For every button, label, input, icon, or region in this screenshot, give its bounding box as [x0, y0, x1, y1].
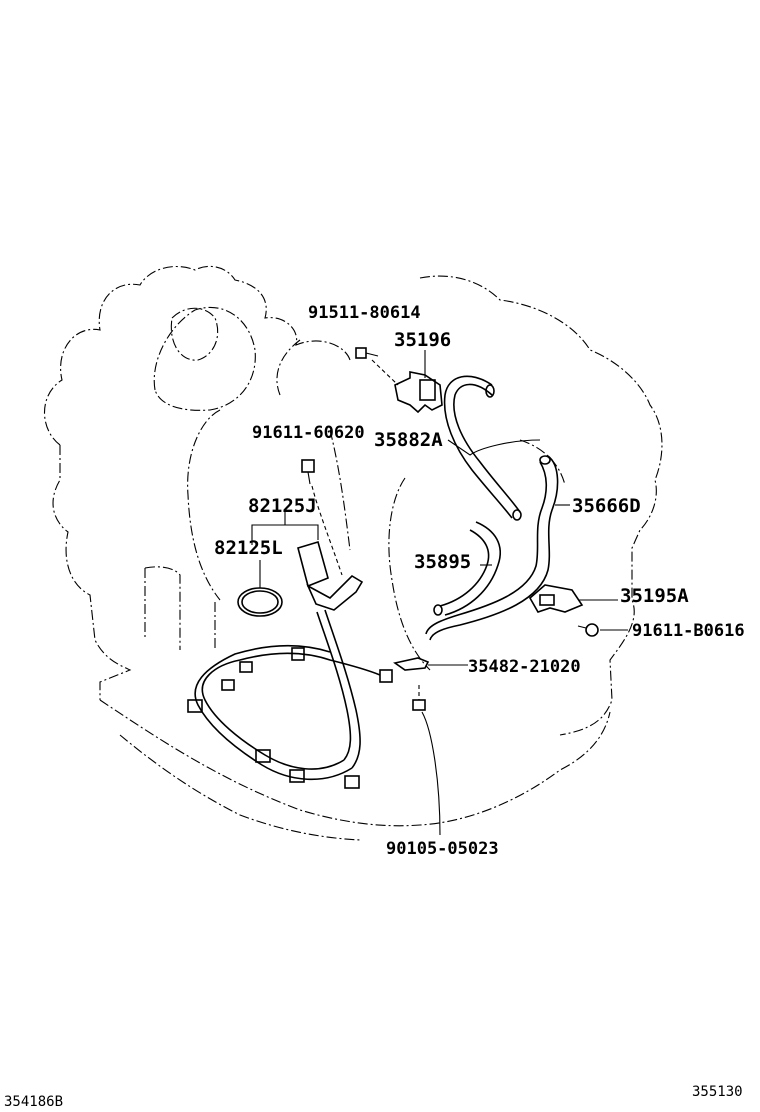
clip-35482-21020: [393, 657, 430, 671]
callout-35196: 35196: [394, 329, 451, 351]
hose-35882a: [443, 375, 522, 521]
bracket-35196: [394, 371, 443, 414]
callout-35195a: 35195A: [620, 585, 689, 607]
footer-left-code: 354186B: [4, 1094, 63, 1110]
callout-35482-21020: 35482-21020: [468, 657, 581, 677]
callout-90105-05023: 90105-05023: [386, 839, 499, 859]
gasket-82125l: [237, 587, 283, 617]
callout-35666d: 35666D: [572, 495, 641, 517]
wire-harness: [187, 644, 393, 789]
bolt-91611-60620: [301, 459, 315, 485]
clamp-35195a: [528, 584, 584, 613]
callout-35895: 35895: [414, 551, 471, 573]
hose-35666d: [425, 455, 559, 641]
bolt-91511-80614: [355, 347, 379, 359]
bolt-90105-05023: [412, 685, 426, 711]
callout-82125j: 82125J: [248, 495, 317, 517]
callout-91511-80614: 91511-80614: [308, 303, 421, 323]
footer-right-code: 355130: [692, 1084, 743, 1100]
speed-sensor-82125j: [297, 540, 364, 769]
transmission-housing-outline: [43, 265, 663, 841]
bolt-91611-b0616: [577, 623, 599, 637]
callout-91611-60620: 91611-60620: [252, 423, 365, 443]
callout-35882a: 35882A: [374, 429, 443, 451]
callout-91611-b0616: 91611-B0616: [632, 621, 745, 641]
leader-lines: [251, 350, 628, 836]
callout-82125l: 82125L: [214, 537, 283, 559]
